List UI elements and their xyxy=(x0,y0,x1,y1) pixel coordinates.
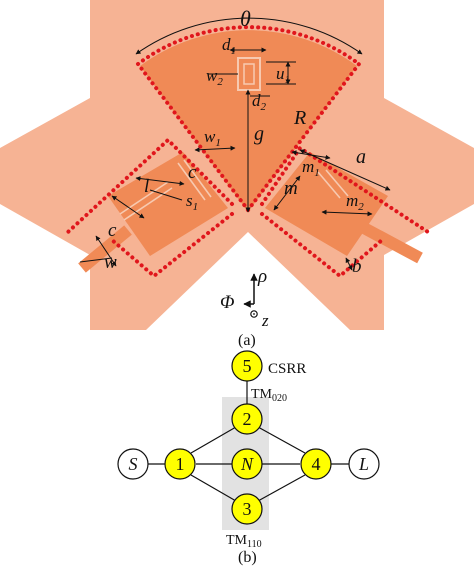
label-m1: m1 xyxy=(302,157,320,179)
node-nonresonant: N xyxy=(231,448,263,480)
label-m2: m2 xyxy=(346,191,364,213)
label-csrr: CSRR xyxy=(268,361,306,377)
dimension-labels: θ d1 w2 u1 d2 R g w1 c m1 a l s1 m m2 c … xyxy=(104,6,366,277)
node-source: S xyxy=(117,448,149,480)
label-u1: u1 xyxy=(276,64,290,86)
svg-text:S: S xyxy=(129,454,138,474)
svg-text:L: L xyxy=(358,454,369,474)
svg-text:5: 5 xyxy=(243,356,252,376)
node-2: 2 xyxy=(231,403,263,435)
panel-b: S 1 N 4 L 2 3 5 CSRR TM02 xyxy=(117,350,380,566)
coordinate-axes: ρ Φ z xyxy=(220,266,269,330)
label-c-lower: c xyxy=(108,220,117,241)
svg-text:2: 2 xyxy=(243,409,252,429)
right-feed-line xyxy=(361,222,423,264)
svg-text:3: 3 xyxy=(243,499,252,519)
svg-text:N: N xyxy=(240,454,254,474)
label-tm020: TM020 xyxy=(251,387,287,404)
node-load: L xyxy=(348,448,380,480)
label-s1: s1 xyxy=(186,191,198,213)
label-a: a xyxy=(356,146,366,168)
label-m: m xyxy=(284,178,298,199)
caption-a: (a) xyxy=(238,332,256,349)
node-4: 4 xyxy=(300,448,332,480)
label-w: w xyxy=(104,252,117,273)
sector-via-row xyxy=(136,25,361,212)
caption-b: (b) xyxy=(238,549,257,566)
axis-label-rho: ρ xyxy=(257,266,267,287)
label-d1: d1 xyxy=(222,35,236,57)
label-theta: θ xyxy=(240,6,251,31)
csrr-slot-inner xyxy=(243,63,255,85)
label-l: l xyxy=(144,176,149,197)
dimension-lines xyxy=(79,17,391,271)
label-w2: w2 xyxy=(206,66,223,88)
label-w1: w1 xyxy=(204,127,221,149)
svg-text:1: 1 xyxy=(176,454,185,474)
label-b: b xyxy=(352,256,362,277)
left-arm-via-rows xyxy=(66,137,234,279)
panel-a: θ d1 w2 u1 d2 R g w1 c m1 a l s1 m m2 c … xyxy=(0,0,474,349)
node-1: 1 xyxy=(164,448,196,480)
svg-text:4: 4 xyxy=(312,454,321,474)
z-axis-symbol xyxy=(250,310,258,318)
node-3: 3 xyxy=(231,493,263,525)
label-c-upper: c xyxy=(188,162,197,183)
axis-label-z: z xyxy=(261,311,269,330)
node-5: 5 xyxy=(231,350,263,382)
label-R: R xyxy=(293,107,306,129)
label-g: g xyxy=(254,123,264,145)
label-d2: d2 xyxy=(252,91,267,113)
label-tm110: TM110 xyxy=(226,533,262,550)
axis-label-phi: Φ xyxy=(220,292,234,313)
